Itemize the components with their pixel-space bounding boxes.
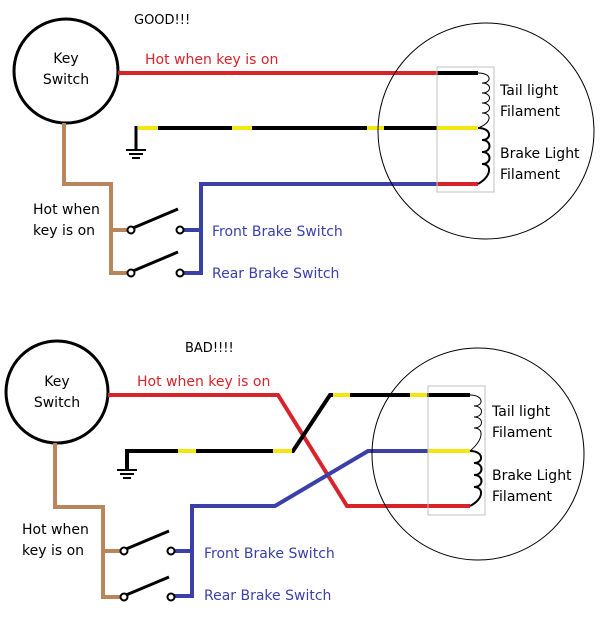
bad-front-brake-label: Front Brake Switch <box>204 546 335 562</box>
bad-brake-label-2: Filament <box>492 489 553 505</box>
bad-hot-side-label-1: Hot when <box>22 522 89 538</box>
bad-brake-filament <box>469 450 483 507</box>
bad-brown-feed-wire <box>53 443 120 599</box>
good-front-brake-switch <box>126 207 185 235</box>
good-brake-label-2: Filament <box>500 167 561 183</box>
good-tail-filament <box>477 72 490 129</box>
bad-diagram: BAD!!!! Key Switch Hot when key is on Fr… <box>4 339 585 604</box>
good-bulb-circle <box>377 22 595 240</box>
bad-hot-side-label-2: key is on <box>22 543 84 559</box>
bad-hot-wire-label: Hot when key is on <box>137 374 270 390</box>
good-front-brake-label: Front Brake Switch <box>212 224 343 240</box>
good-key-switch-circle <box>12 17 120 125</box>
bad-key-switch-label-2: Switch <box>34 395 80 411</box>
bad-key-switch-circle <box>4 339 110 445</box>
good-hot-side-label-1: Hot when <box>33 202 100 218</box>
bad-heading: BAD!!!! <box>185 341 234 356</box>
good-hot-side-label-2: key is on <box>33 223 95 239</box>
good-brake-label-1: Brake Light <box>500 146 580 162</box>
good-hot-wire-label: Hot when key is on <box>145 52 278 68</box>
good-rear-brake-label: Rear Brake Switch <box>212 266 339 282</box>
bad-rear-brake-label: Rear Brake Switch <box>204 588 331 604</box>
good-tail-label-1: Tail light <box>499 83 559 99</box>
bad-bulb-circle <box>371 347 585 561</box>
bad-ground-wire <box>125 393 470 470</box>
good-diagram: GOOD!!! Key Switch Hot when key is on Fr… <box>12 13 595 282</box>
bad-tail-label-2: Filament <box>492 425 553 441</box>
good-rear-brake-switch <box>126 250 185 278</box>
bad-red-hot-wire <box>108 393 470 508</box>
bad-blue-brake-wire <box>173 449 428 598</box>
good-brown-feed-wire <box>62 123 128 275</box>
bad-brake-label-1: Brake Light <box>492 468 572 484</box>
bad-bulb-base <box>427 385 486 516</box>
bad-front-brake-switch <box>119 529 176 556</box>
good-key-switch-label-2: Switch <box>43 72 89 88</box>
bad-rear-brake-switch <box>119 575 176 602</box>
bad-tail-label-1: Tail light <box>491 404 551 420</box>
good-tail-label-2: Filament <box>500 104 561 120</box>
bad-tail-filament <box>469 394 482 452</box>
bad-key-switch-label-1: Key <box>44 374 69 390</box>
good-heading: GOOD!!! <box>134 13 190 28</box>
good-brake-filament <box>477 127 491 185</box>
good-key-switch-label-1: Key <box>53 51 78 67</box>
good-bulb-base <box>436 66 495 193</box>
